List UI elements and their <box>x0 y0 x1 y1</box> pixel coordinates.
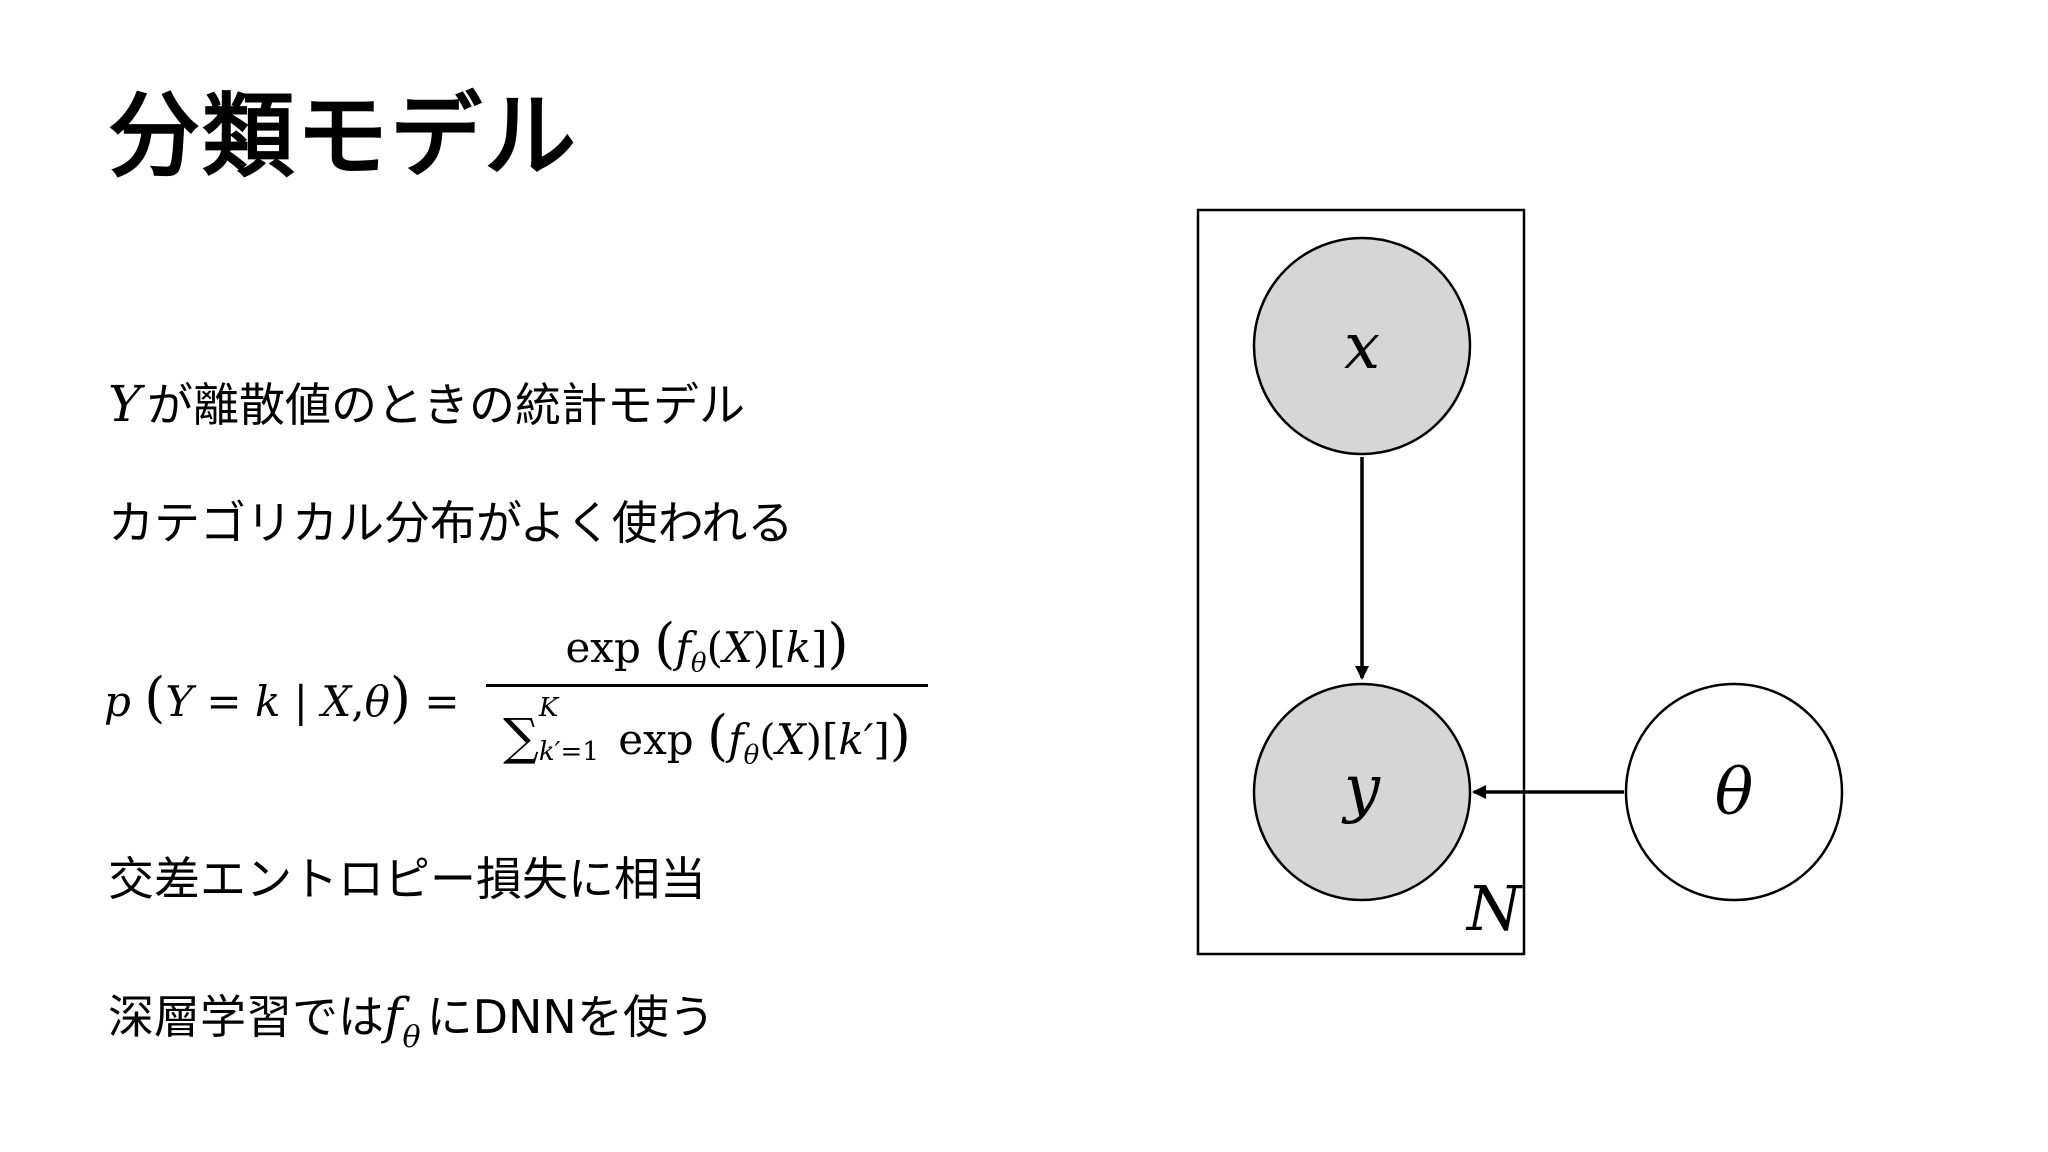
slide-title: 分類モデル <box>108 83 579 190</box>
node-theta <box>1624 682 1844 902</box>
bullet-text: カテゴリカル分布がよく使われる <box>108 496 794 550</box>
bullet-categorical: カテゴリカル分布がよく使われる <box>108 496 793 551</box>
bullet-prefix: 深層学習では <box>108 990 384 1044</box>
symbol-Y: Y <box>108 375 142 433</box>
node-y-label: y <box>1341 752 1381 826</box>
symbol-f-subscript: θ <box>402 1020 421 1055</box>
node-y <box>1252 682 1472 902</box>
bullet-text: 交差エントロピー損失に相当 <box>108 852 706 906</box>
bullet-suffix: にDNNを使う <box>426 990 715 1044</box>
bullet-text: が離散値のときの統計モデル <box>147 378 746 432</box>
plate-box <box>1196 208 1526 956</box>
node-theta-label: θ <box>1715 756 1754 830</box>
fraction-bar <box>486 684 928 687</box>
node-x <box>1252 236 1472 456</box>
formula-numerator: exp (fθ(X)[k]) <box>565 612 849 679</box>
symbol-f: f <box>384 987 403 1045</box>
formula-lhs: p (Y = k | X,θ) = <box>104 666 460 729</box>
bullet-cross-entropy: 交差エントロピー損失に相当 <box>108 852 706 907</box>
node-x-label: x <box>1344 310 1380 384</box>
plate-label: N <box>1465 872 1524 945</box>
